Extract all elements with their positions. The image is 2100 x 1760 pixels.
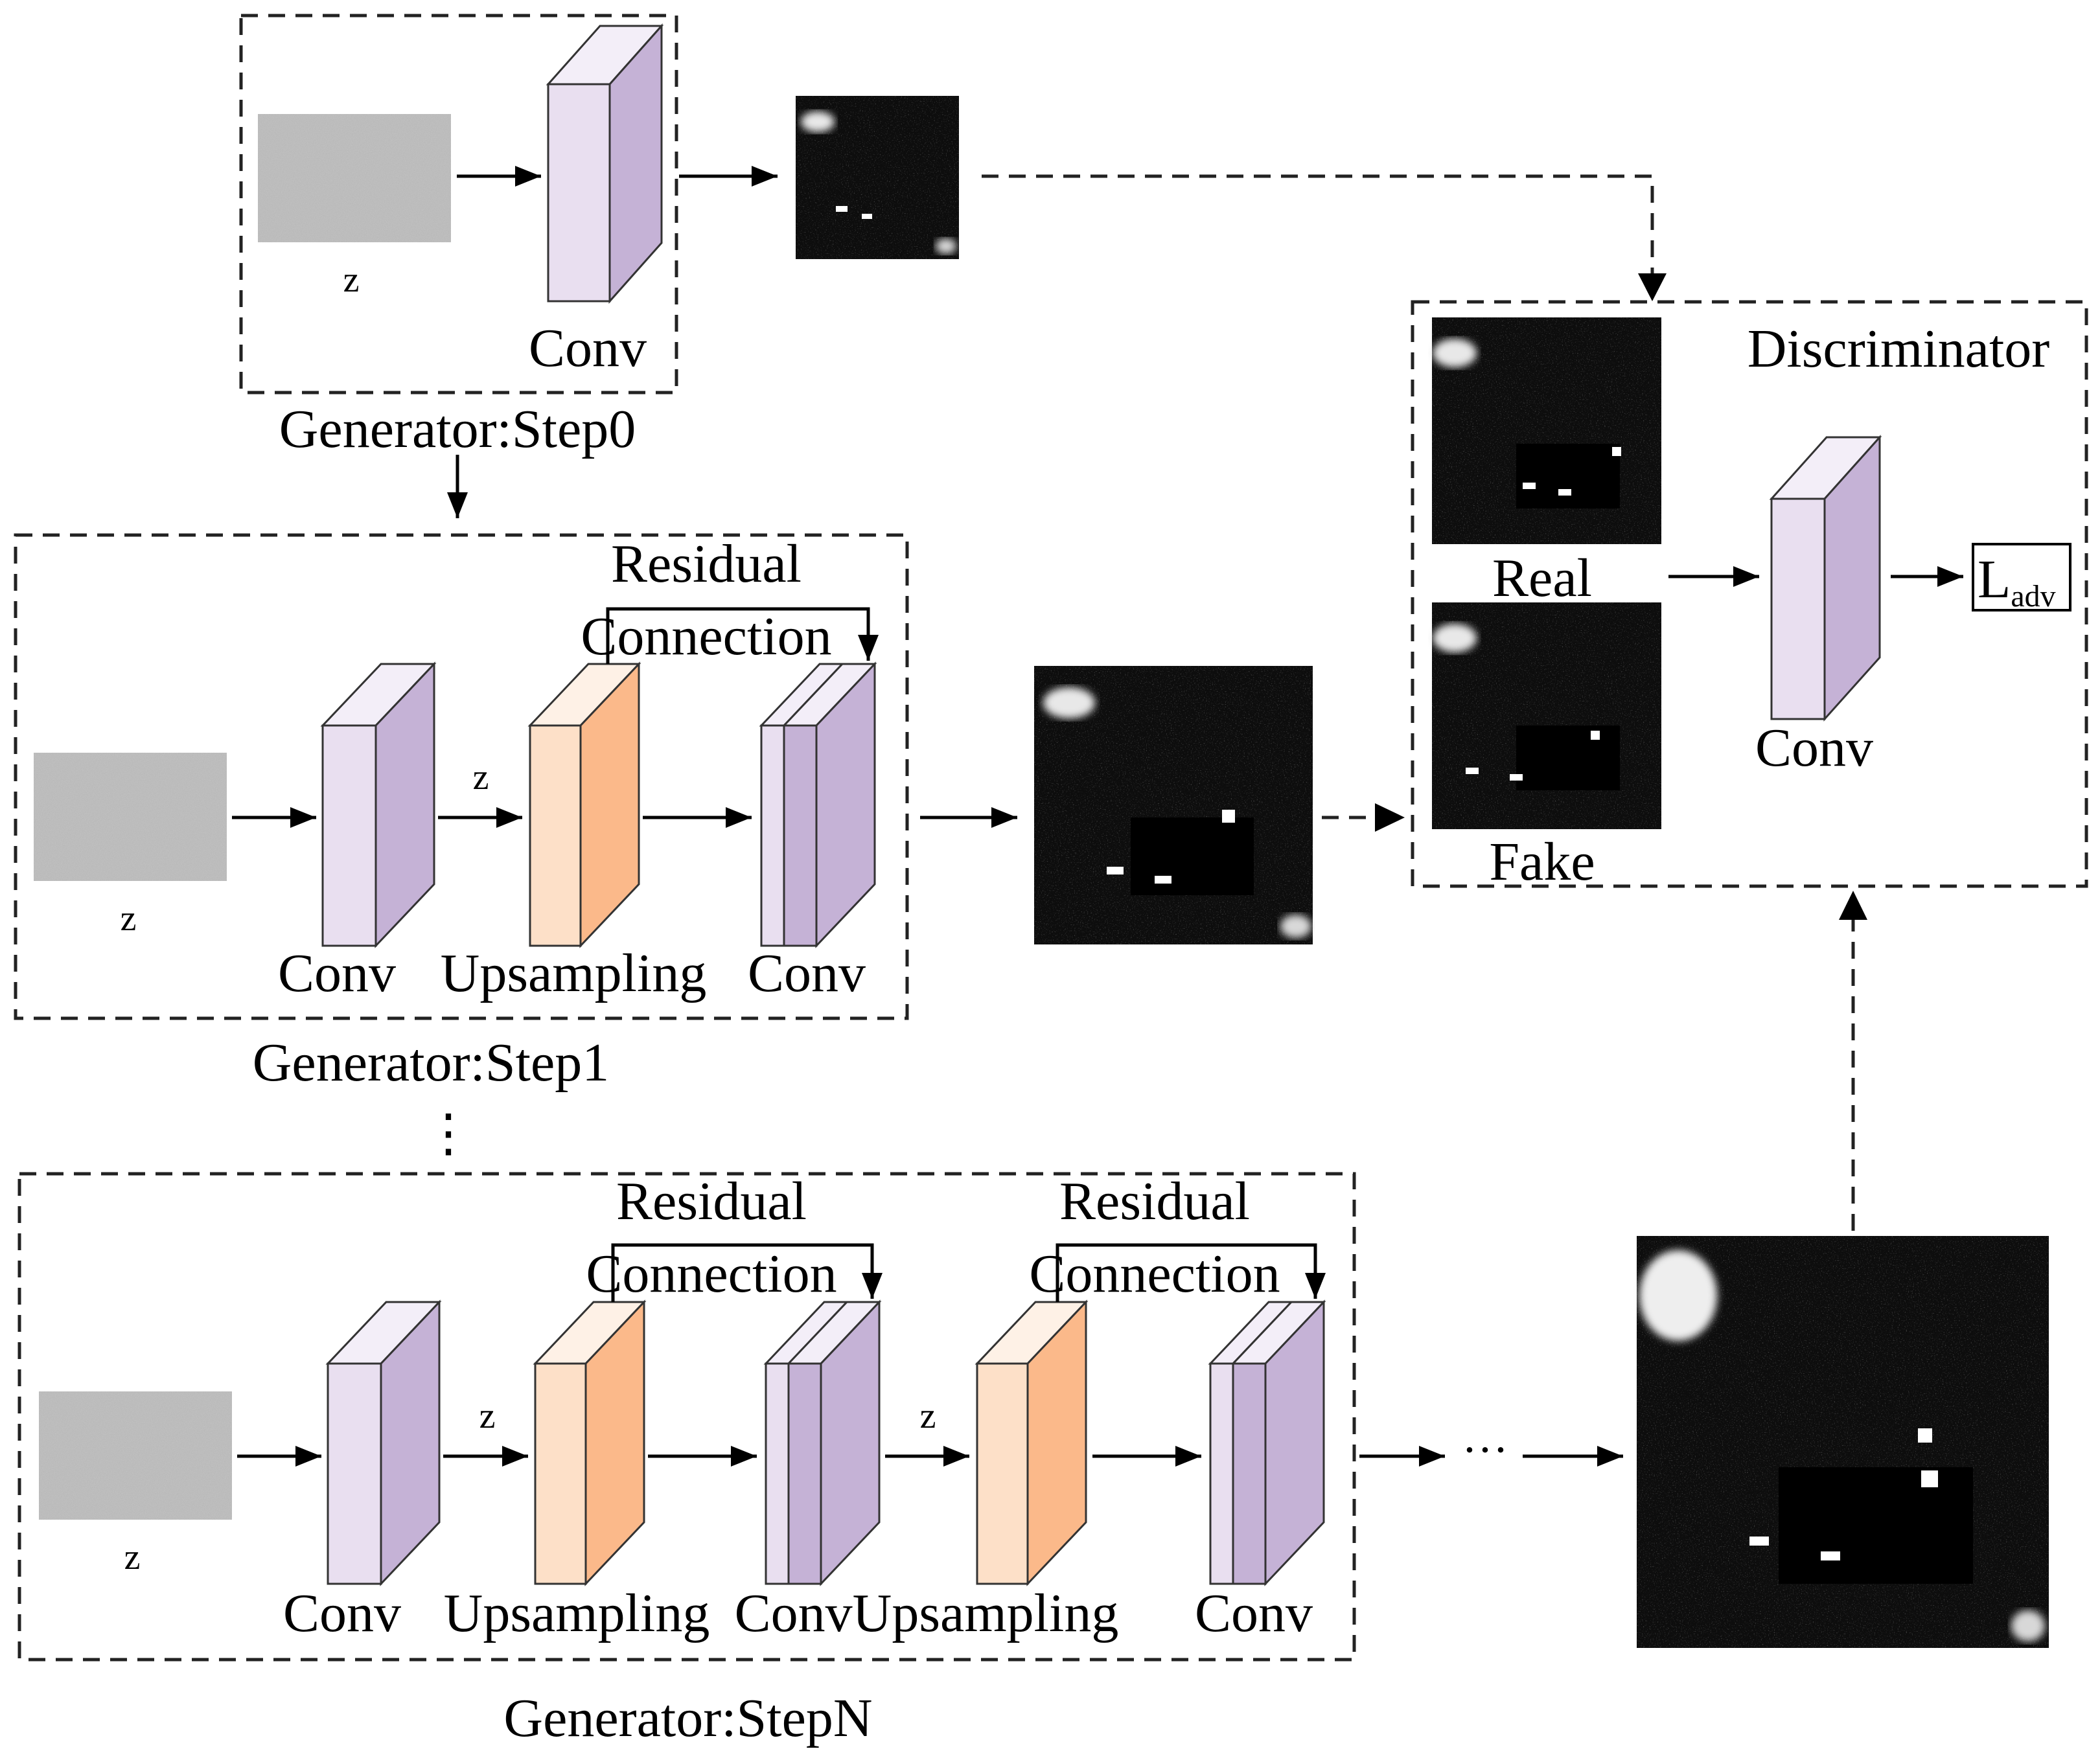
conv-stack-block <box>763 1299 882 1586</box>
loss-main: L <box>1978 549 2011 610</box>
residual-label: Residual <box>611 534 802 594</box>
conv-block <box>1769 435 1882 722</box>
z-label: z <box>479 1396 496 1436</box>
conv-upsampling-label: ConvUpsampling <box>735 1583 1119 1643</box>
noise-image <box>258 114 451 242</box>
conv-label: Conv <box>1755 718 1873 778</box>
discriminator: Discriminator Real Fake Conv <box>1411 300 2088 892</box>
z-label: z <box>473 757 489 797</box>
z-label: z <box>343 260 360 300</box>
residual-connection-line <box>611 1243 883 1302</box>
z-label: z <box>124 1537 141 1577</box>
generator-step1: z Conv z Upsampling Conv Residual Connec… <box>14 533 909 1020</box>
real-image <box>1432 317 1661 544</box>
connection-label: Connection <box>586 1244 837 1304</box>
fake-image <box>1432 602 1661 829</box>
step1-frame <box>14 533 909 1020</box>
loss-sub: adv <box>2011 579 2055 613</box>
generated-image-stepN <box>1637 1236 2049 1648</box>
generator-step0: z Conv <box>239 14 678 394</box>
conv-label: Conv <box>1195 1583 1313 1643</box>
generator-stepN: z Conv z Upsampling ConvUpsampling z <box>17 1171 1356 1662</box>
conv-block <box>546 23 664 304</box>
conv-label: Conv <box>283 1583 401 1643</box>
upsampling-label: Upsampling <box>444 1583 710 1643</box>
upsampling-block <box>527 661 641 948</box>
generated-image-step0 <box>796 96 959 259</box>
residual-connection-line <box>606 607 879 664</box>
upsampling-label: Upsampling <box>441 943 707 1003</box>
arrow-head <box>1638 273 1667 301</box>
upsampling-block <box>975 1299 1089 1586</box>
upsampling-block <box>533 1299 647 1586</box>
vertical-ellipsis: ⋮ <box>422 1105 474 1162</box>
stepN-frame <box>17 1172 1356 1662</box>
dashed-connector <box>982 174 1654 279</box>
step0-title: Generator:Step0 <box>279 399 636 459</box>
stepN-title: Generator:StepN <box>503 1688 872 1748</box>
z-label: z <box>920 1396 936 1436</box>
conv-label: Conv <box>529 318 647 378</box>
noise-image <box>34 753 227 881</box>
fake-label: Fake <box>1489 832 1595 892</box>
conv-stack-block <box>759 661 877 948</box>
connection-label: Connection <box>581 606 831 667</box>
conv-block <box>320 661 437 948</box>
generated-image-step1 <box>1034 666 1313 944</box>
arrow-head <box>1839 891 1867 920</box>
discriminator-label: Discriminator <box>1748 319 2050 379</box>
conv-label: Conv <box>278 943 396 1003</box>
step0-frame <box>239 14 678 394</box>
residual-label: Residual <box>616 1171 807 1231</box>
real-label: Real <box>1492 548 1592 608</box>
loss-box: Ladv <box>1972 543 2071 613</box>
arrow-head <box>1375 803 1405 832</box>
connection-label: Connection <box>1029 1244 1280 1304</box>
residual-label: Residual <box>1059 1171 1250 1231</box>
conv-block <box>325 1299 442 1586</box>
discriminator-frame <box>1411 300 2088 888</box>
z-label: z <box>121 898 137 939</box>
conv-stack-block <box>1208 1299 1326 1586</box>
horizontal-ellipsis: ··· <box>1462 1424 1508 1476</box>
step1-title: Generator:Step1 <box>253 1033 609 1093</box>
noise-image <box>39 1391 232 1520</box>
loss-label: Ladv <box>1978 549 2056 613</box>
conv-label: Conv <box>748 943 866 1003</box>
residual-connection-line <box>1056 1243 1326 1302</box>
